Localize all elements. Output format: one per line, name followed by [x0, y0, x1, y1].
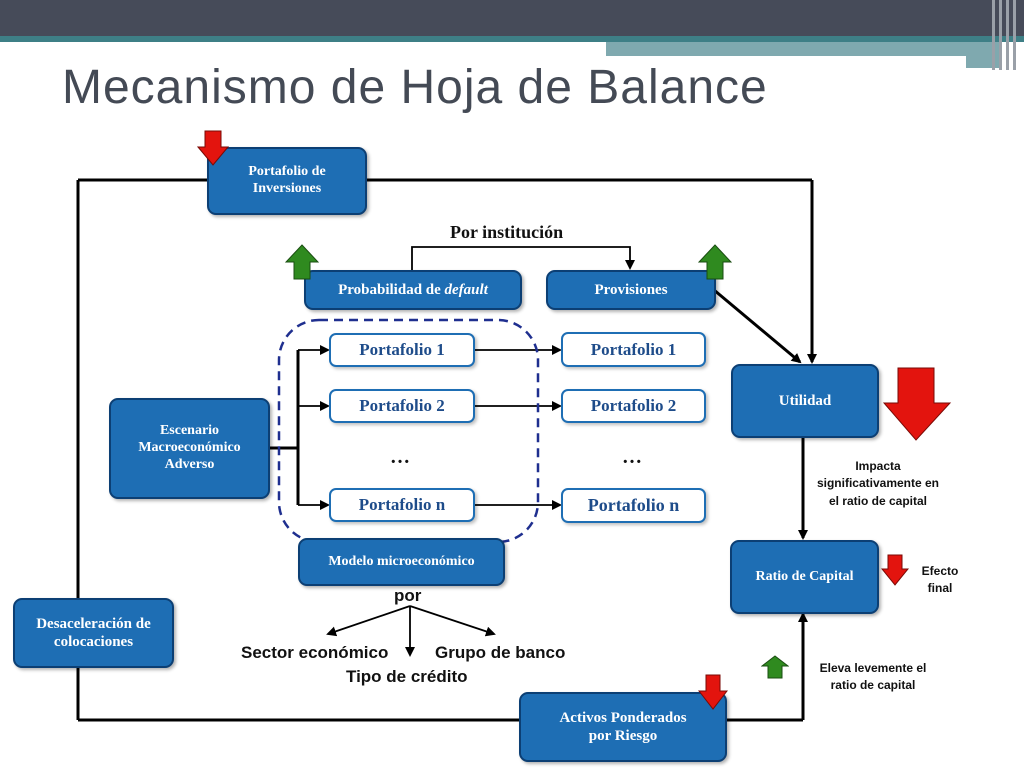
- page-title: Mecanismo de Hoja de Balance: [62, 61, 768, 114]
- escenario-node: Escenario Macroeconómico Adverso: [109, 398, 270, 499]
- right-portfolio-2: Portafolio 2: [561, 389, 706, 423]
- activos-ponderados-node: Activos Ponderados por Riesgo: [519, 692, 727, 762]
- right-portfolio-1: Portafolio 1: [561, 332, 706, 367]
- up-arrow-icon: [698, 244, 732, 280]
- right-portfolio-n: Portafolio n: [561, 488, 706, 523]
- desaceleracion-node: Desaceleración de colocaciones: [13, 598, 174, 668]
- header-stripes: [992, 0, 1016, 70]
- probabilidad-default-node: Probabilidad de default: [304, 270, 522, 310]
- impacta-note: Impacta significativamente en el ratio d…: [816, 459, 940, 508]
- default-label: default: [444, 282, 488, 298]
- down-arrow-icon: [882, 367, 952, 441]
- modelo-micro-node: Modelo microeconómico: [298, 538, 505, 586]
- efecto-note: Efecto final: [921, 564, 959, 596]
- left-portfolio-n: Portafolio n: [329, 488, 475, 522]
- up-arrow-icon: [761, 655, 789, 679]
- down-arrow-icon: [698, 674, 728, 710]
- provisiones-node: Provisiones: [546, 270, 716, 310]
- tipo-label: Tipo de crédito: [346, 667, 468, 686]
- grupo-label: Grupo de banco: [435, 643, 566, 662]
- left-portfolio-2: Portafolio 2: [329, 389, 475, 423]
- por-label: por: [394, 586, 422, 605]
- header-tab-inner: [606, 56, 966, 70]
- eleva-note: Eleva levemente el ratio de capital: [819, 661, 927, 693]
- portafolio-inversiones-node: Portafolio de Inversiones: [207, 147, 367, 215]
- left-portfolio-ellipsis: …: [390, 446, 410, 468]
- header-accent: [0, 36, 1024, 42]
- right-portfolio-ellipsis: …: [622, 446, 642, 468]
- down-arrow-icon: [881, 554, 909, 586]
- left-portfolio-1: Portafolio 1: [329, 333, 475, 367]
- down-arrow-icon: [197, 130, 229, 166]
- sector-label: Sector económico: [241, 643, 389, 662]
- por-institucion-label: Por institución: [450, 222, 564, 242]
- up-arrow-icon: [285, 244, 319, 280]
- header-bar: [0, 0, 1024, 36]
- ratio-capital-node: Ratio de Capital: [730, 540, 879, 614]
- probabilidad-label: Probabilidad de: [338, 282, 445, 298]
- utilidad-node: Utilidad: [731, 364, 879, 438]
